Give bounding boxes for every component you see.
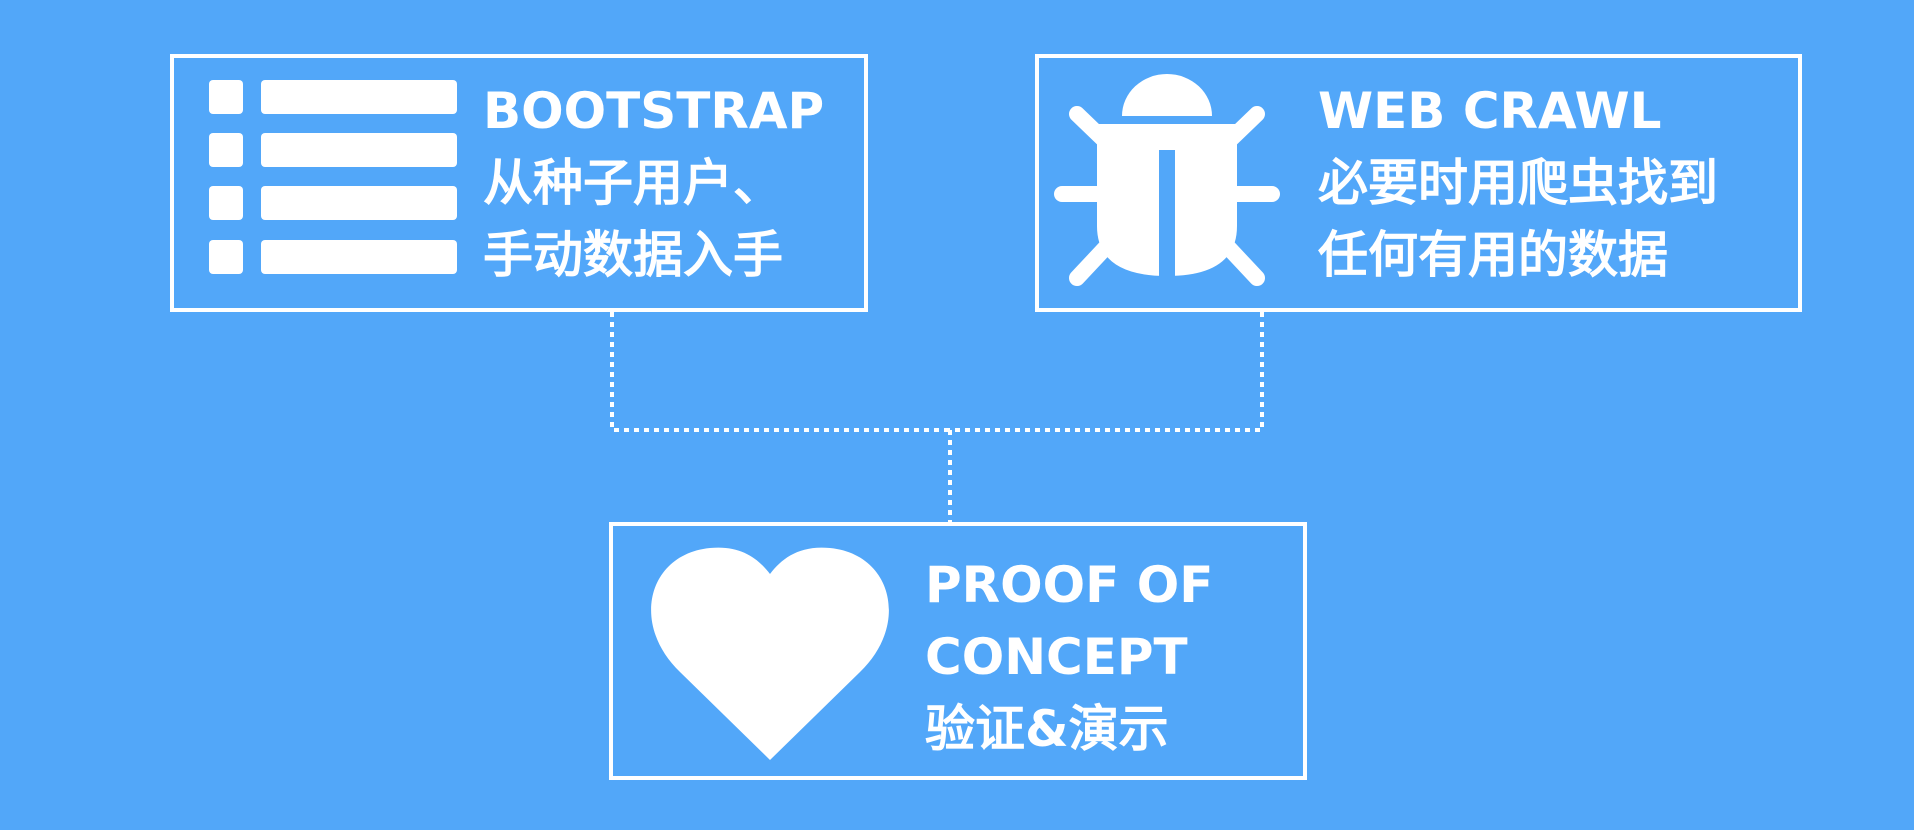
web-crawl-line-1: 必要时用爬虫找到 bbox=[1318, 154, 1718, 212]
bootstrap-node bbox=[170, 54, 868, 312]
web-crawl-text: WEB CRAWL 必要时用爬虫找到 任何有用的数据 bbox=[1318, 75, 1718, 291]
proof-of-concept-text: PROOF OF CONCEPT 验证&演示 bbox=[925, 549, 1213, 765]
list-icon bbox=[209, 80, 457, 274]
proof-of-concept-title-line-2: CONCEPT bbox=[925, 628, 1188, 686]
proof-of-concept-title-line-1: PROOF OF bbox=[925, 556, 1214, 614]
heart-icon bbox=[651, 547, 889, 760]
proof-of-concept-node bbox=[609, 522, 1307, 780]
bootstrap-text: BOOTSTRAP 从种子用户、 手动数据入手 bbox=[483, 75, 824, 291]
bug-icon bbox=[1054, 74, 1280, 286]
connector-bootstrap-to-join bbox=[610, 312, 945, 432]
bootstrap-line-1: 从种子用户、 bbox=[483, 154, 783, 212]
web-crawl-node bbox=[1035, 54, 1802, 312]
proof-of-concept-line-1: 验证&演示 bbox=[925, 700, 1169, 758]
bootstrap-line-2: 手动数据入手 bbox=[483, 226, 783, 284]
bootstrap-title: BOOTSTRAP bbox=[483, 82, 825, 140]
web-crawl-title: WEB CRAWL bbox=[1318, 82, 1662, 140]
connector-web-crawl-to-join bbox=[945, 312, 1264, 432]
web-crawl-line-2: 任何有用的数据 bbox=[1318, 226, 1668, 284]
